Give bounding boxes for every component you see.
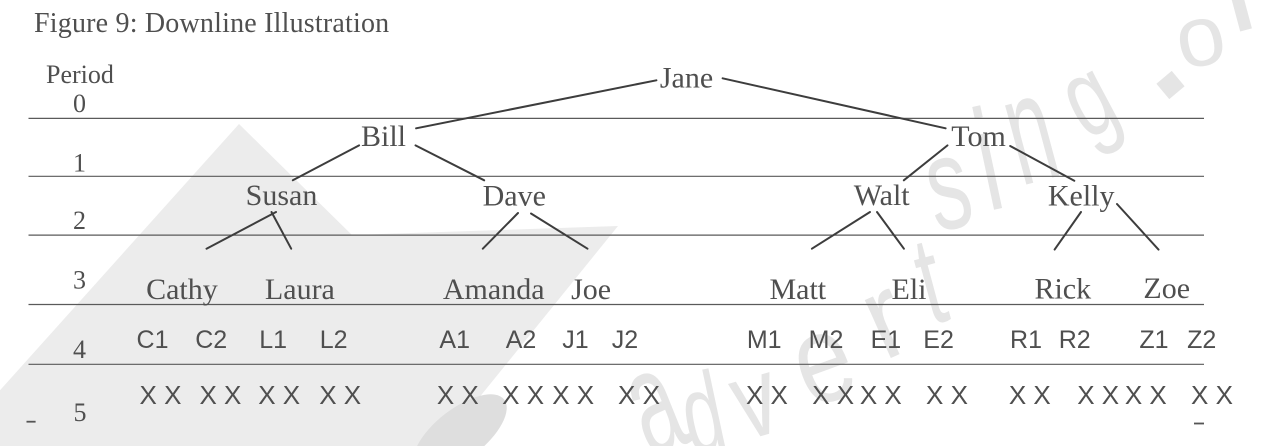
svg-text:Matt: Matt <box>769 273 826 306</box>
svg-text:X X: X X <box>1009 380 1051 410</box>
svg-text:X X: X X <box>319 380 361 410</box>
svg-text:Laura: Laura <box>265 273 335 306</box>
svg-text:X X: X X <box>437 380 479 410</box>
svg-text:1: 1 <box>73 149 86 178</box>
svg-text:Figure 9: Downline Illustratio: Figure 9: Downline Illustration <box>34 8 389 39</box>
svg-text:3: 3 <box>73 266 86 295</box>
svg-text:Walt: Walt <box>854 179 911 212</box>
svg-text:X X: X X <box>618 380 660 410</box>
svg-text:Jane: Jane <box>660 61 713 94</box>
svg-text:Amanda: Amanda <box>443 273 545 306</box>
svg-text:A1: A1 <box>439 326 470 354</box>
svg-text:X X: X X <box>1077 380 1119 410</box>
svg-text:X X: X X <box>258 380 300 410</box>
svg-text:Rick: Rick <box>1034 273 1091 306</box>
svg-text:X X: X X <box>746 380 788 410</box>
svg-text:C2: C2 <box>195 326 227 354</box>
svg-text:A2: A2 <box>506 326 537 354</box>
svg-text:Z1: Z1 <box>1139 326 1168 354</box>
svg-text:Zoe: Zoe <box>1143 272 1190 305</box>
svg-text:5: 5 <box>74 398 87 427</box>
svg-text:R1: R1 <box>1010 326 1042 354</box>
svg-text:X X: X X <box>860 380 902 410</box>
svg-text:E1: E1 <box>871 326 902 354</box>
svg-text:Period: Period <box>46 60 114 89</box>
svg-text:4: 4 <box>73 335 86 364</box>
svg-text:Eli: Eli <box>892 273 927 306</box>
svg-text:X X: X X <box>502 380 544 410</box>
svg-text:Joe: Joe <box>571 273 611 306</box>
svg-text:Susan: Susan <box>246 179 318 212</box>
svg-text:Bill: Bill <box>361 120 406 153</box>
svg-text:X X: X X <box>926 380 968 410</box>
svg-text:Kelly: Kelly <box>1048 179 1115 212</box>
svg-text:R2: R2 <box>1059 326 1091 354</box>
svg-text:X X: X X <box>140 380 182 410</box>
svg-text:L2: L2 <box>320 326 348 354</box>
svg-text:X X: X X <box>812 380 854 410</box>
svg-text:J2: J2 <box>612 326 638 354</box>
svg-text:L1: L1 <box>259 326 287 354</box>
svg-text:M2: M2 <box>809 326 844 354</box>
svg-text:C1: C1 <box>137 326 169 354</box>
svg-text:X X: X X <box>552 380 594 410</box>
svg-text:Tom: Tom <box>951 120 1006 153</box>
svg-text:J1: J1 <box>562 326 588 354</box>
svg-text:Dave: Dave <box>483 180 546 213</box>
svg-text:X X: X X <box>1191 380 1233 410</box>
svg-text:X X: X X <box>199 380 241 410</box>
svg-text:Z2: Z2 <box>1187 326 1216 354</box>
svg-text:Cathy: Cathy <box>146 273 218 306</box>
svg-text:2: 2 <box>73 206 86 235</box>
svg-text:E2: E2 <box>923 326 954 354</box>
svg-text:X X: X X <box>1125 380 1167 410</box>
svg-text:M1: M1 <box>747 326 782 354</box>
svg-text:0: 0 <box>73 89 86 118</box>
